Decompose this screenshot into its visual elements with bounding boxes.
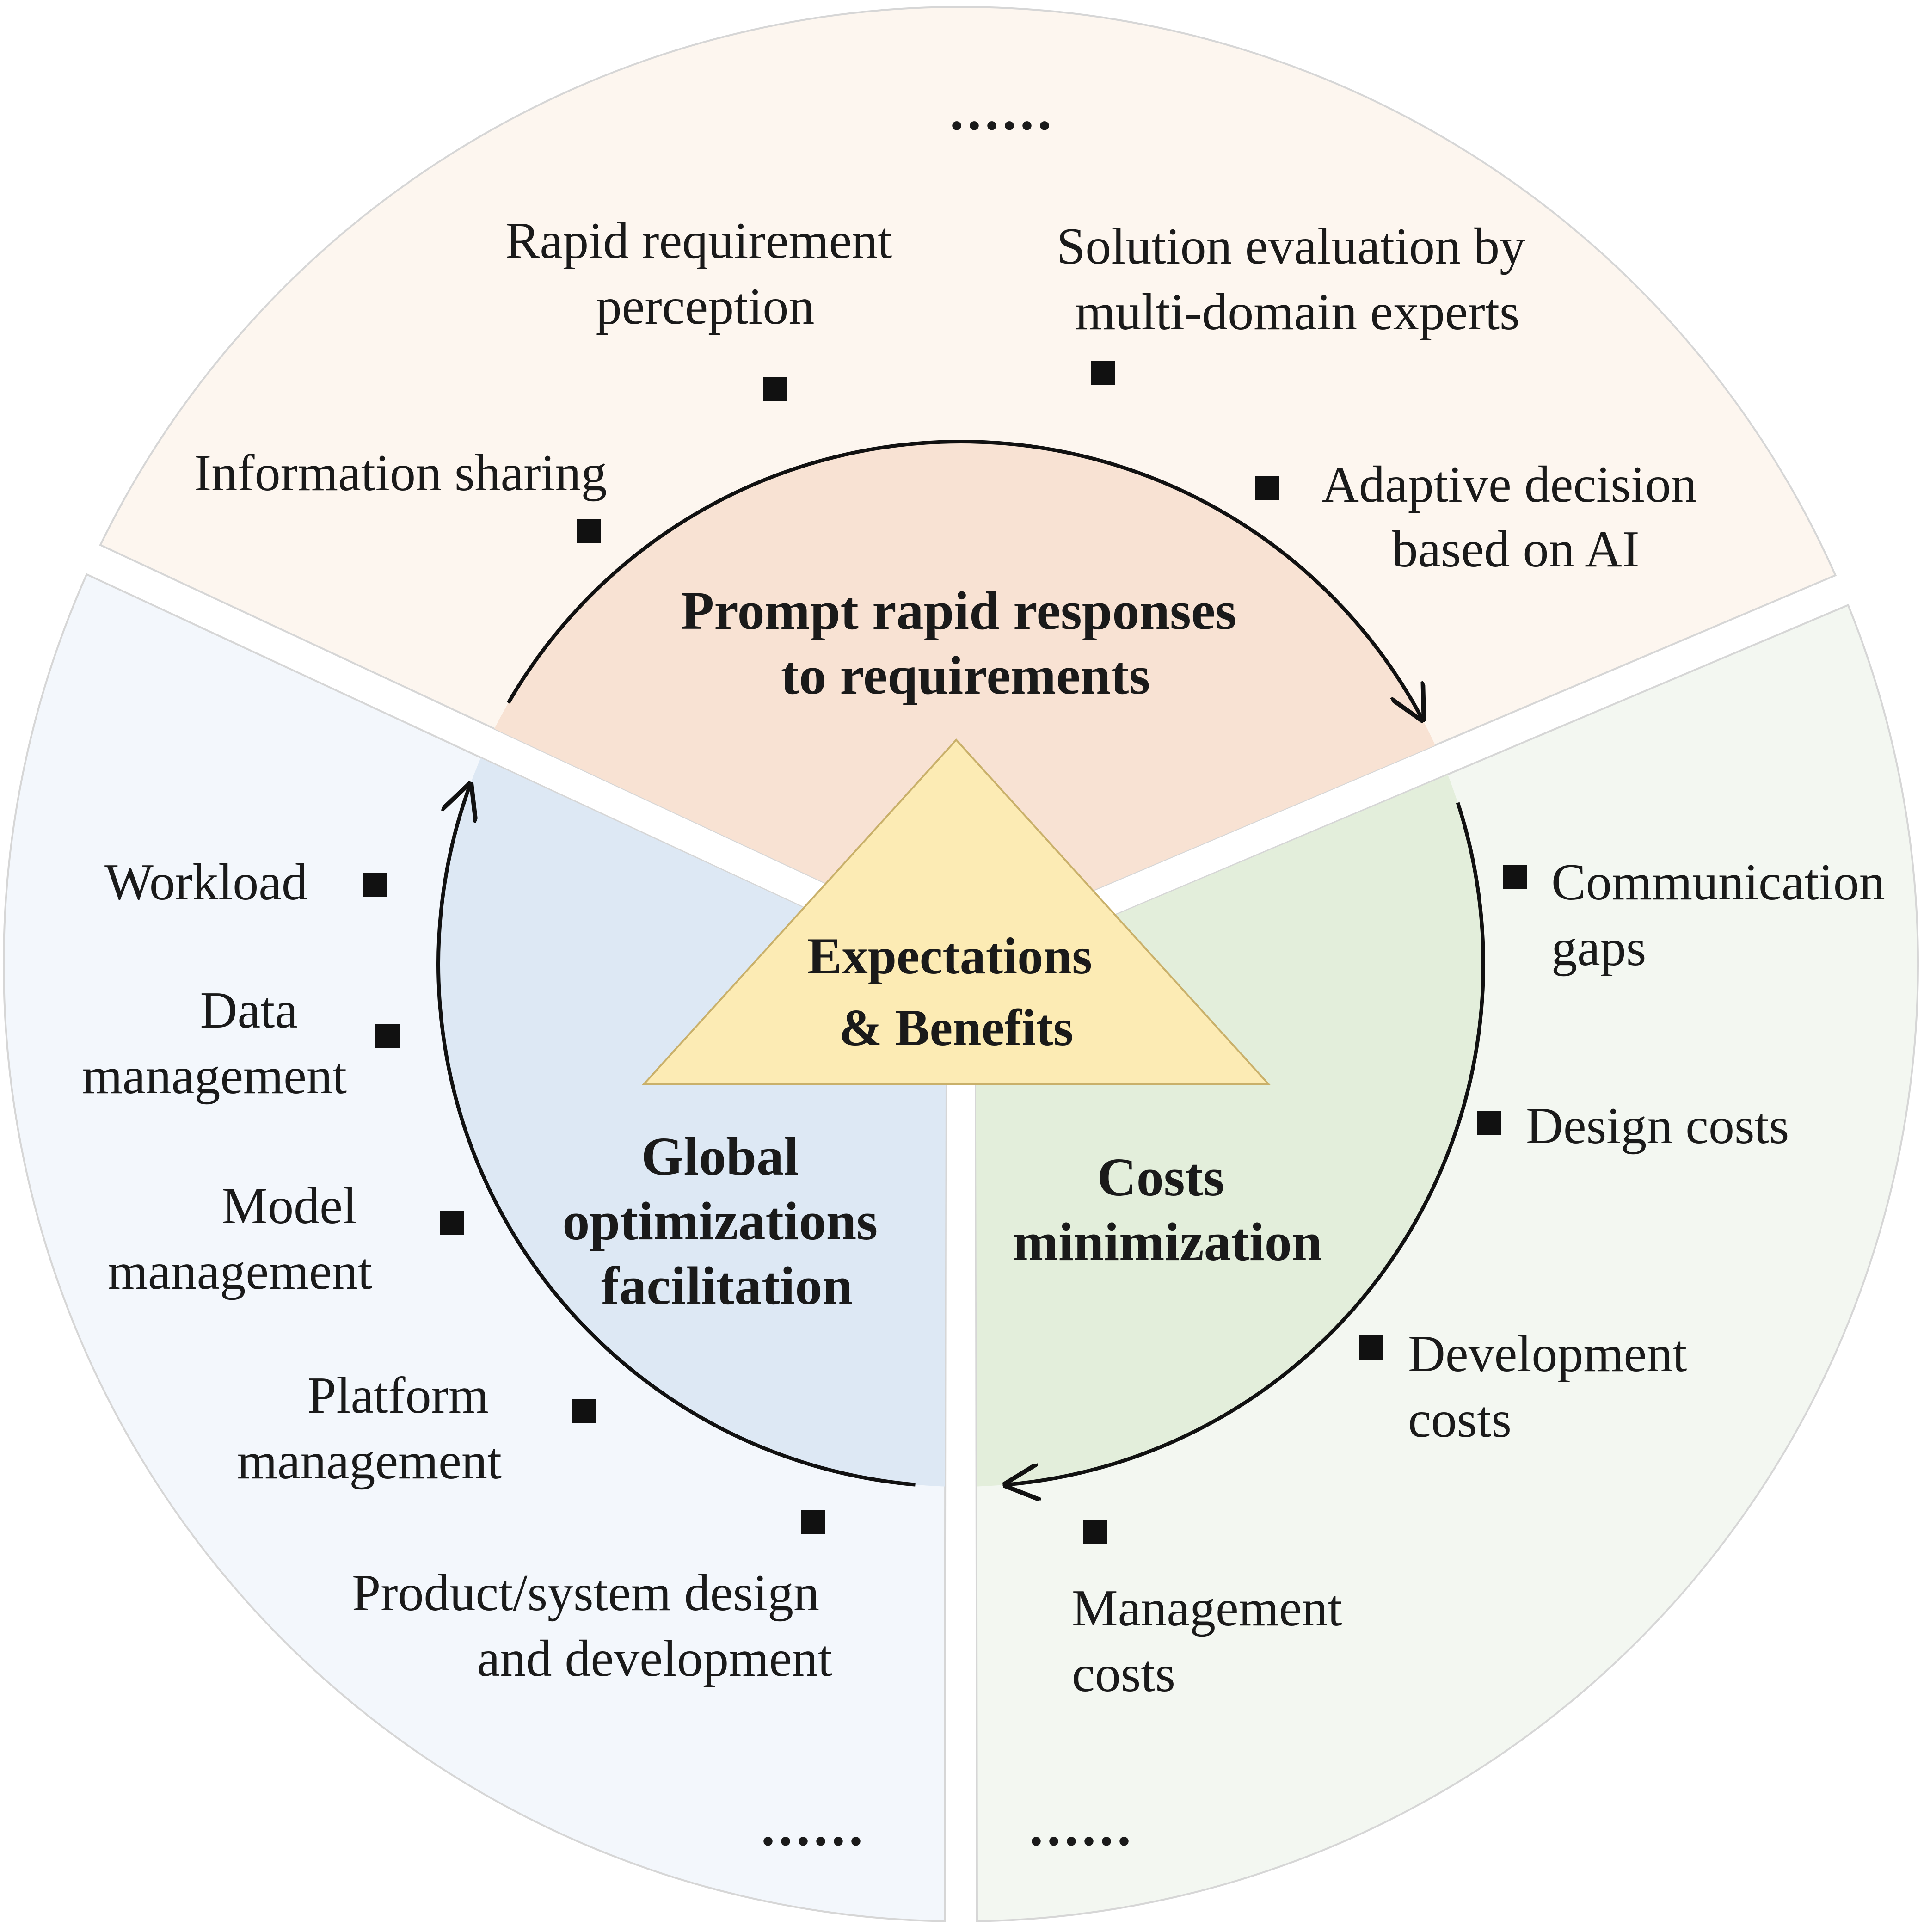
item-model-management: Model management	[108, 1177, 372, 1300]
bullet-square	[1503, 865, 1527, 889]
item-information-sharing: Information sharing	[194, 444, 607, 502]
item-line: perception	[596, 278, 815, 335]
item-data-management: Data management	[82, 982, 347, 1105]
left-sector-items: Workload Data management Model managemen…	[82, 854, 867, 1857]
center-title-line-1: Expectations	[807, 928, 1092, 985]
bullet-square	[375, 1024, 400, 1048]
sector-title-top-line-1: Prompt rapid responses	[681, 580, 1236, 641]
item-line: Management	[1072, 1580, 1342, 1637]
bullet-square	[577, 519, 601, 543]
cycle-arrow-right	[1006, 802, 1485, 1485]
item-line: Design costs	[1526, 1097, 1789, 1155]
sector-title-top-line-2: to requirements	[781, 645, 1150, 706]
sector-title-left-line-1: Global	[641, 1126, 799, 1187]
item-line: Product/system design	[352, 1564, 819, 1622]
item-communication-gaps: Communication gaps	[1551, 854, 1898, 977]
item-workload: Workload	[104, 854, 307, 911]
item-line: Workload	[104, 854, 307, 911]
bullet-square	[763, 377, 787, 401]
cycle-arrows	[436, 440, 1485, 1487]
item-line: and development	[477, 1630, 832, 1687]
bullet-square	[363, 873, 387, 897]
item-line: based on AI	[1392, 521, 1639, 578]
item-line: Communication	[1551, 854, 1885, 911]
cycle-arrow-left	[436, 786, 916, 1487]
sector-title-right-line-2: minimization	[1013, 1212, 1322, 1272]
bullet-square	[572, 1399, 596, 1423]
item-development-costs: Development costs	[1408, 1325, 1700, 1448]
ellipsis-top: ......	[950, 80, 1055, 142]
inner-sector-top	[494, 442, 1435, 947]
item-line: Platform	[307, 1367, 489, 1424]
item-adaptive-decision: Adaptive decision based on AI	[1321, 456, 1710, 578]
item-line: Rapid requirement	[505, 212, 892, 270]
top-sector-items: Rapid requirement perception Solution ev…	[194, 80, 1710, 578]
bullet-square	[1083, 1520, 1107, 1544]
item-platform-management: Platform management	[237, 1367, 502, 1490]
sector-title-top: Prompt rapid responses to requirements	[681, 580, 1250, 706]
sector-title-left: Global optimizations facilitation	[562, 1126, 891, 1316]
bullet-square	[801, 1510, 825, 1534]
right-sector-items: Communication gaps Design costs Developm…	[1029, 854, 1898, 1857]
bullet-square	[440, 1211, 464, 1235]
item-line: Solution evaluation by	[1057, 218, 1525, 275]
sector-title-left-line-3: facilitation	[601, 1255, 853, 1316]
item-line: Adaptive decision	[1321, 456, 1697, 513]
center-triangle	[641, 738, 1271, 1085]
item-line: management	[237, 1433, 502, 1490]
center-title: Expectations & Benefits	[807, 928, 1105, 1057]
sector-title-right-line-1: Costs	[1097, 1147, 1224, 1207]
center-title-line-2: & Benefits	[839, 999, 1073, 1057]
bullet-square	[1359, 1335, 1383, 1360]
item-design-costs: Design costs	[1526, 1097, 1789, 1155]
item-line: management	[108, 1243, 372, 1300]
item-line: costs	[1408, 1391, 1512, 1448]
item-line: gaps	[1551, 919, 1646, 977]
item-line: costs	[1072, 1645, 1175, 1703]
item-rapid-requirement: Rapid requirement perception	[505, 212, 905, 335]
sector-title-right: Costs minimization	[1013, 1147, 1322, 1272]
sector-title-left-line-2: optimizations	[562, 1191, 878, 1251]
ellipsis-right: ......	[1029, 1796, 1135, 1857]
cycle-arrow-top	[506, 440, 1422, 719]
ellipsis-left: ......	[761, 1796, 867, 1857]
item-line: management	[82, 1047, 347, 1105]
item-product-system-design: Product/system design and development	[352, 1564, 832, 1687]
item-line: Data	[200, 982, 298, 1039]
item-solution-evaluation: Solution evaluation by multi-domain expe…	[1057, 218, 1538, 341]
item-line: multi-domain experts	[1075, 283, 1519, 341]
bullet-square	[1255, 476, 1279, 500]
bullet-square	[1091, 361, 1115, 385]
item-line: Information sharing	[194, 444, 607, 502]
item-management-costs: Management costs	[1072, 1580, 1355, 1703]
item-line: Model	[222, 1177, 357, 1235]
bullet-square	[1477, 1111, 1501, 1135]
item-line: Development	[1408, 1325, 1687, 1383]
